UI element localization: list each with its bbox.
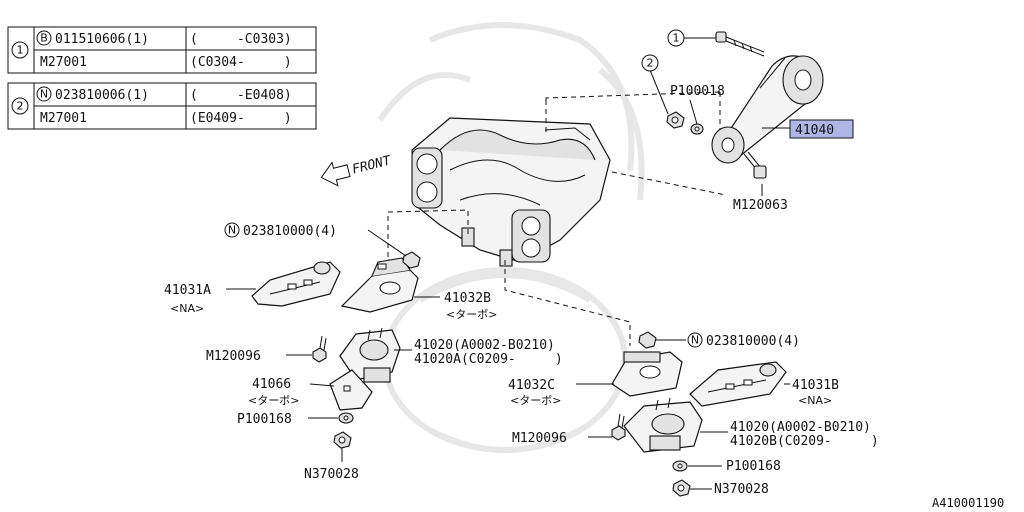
legend-row3-range: ( -E0408) (190, 88, 292, 103)
callout-n-mark-b-text: N (691, 334, 699, 347)
part-41040-upper-rod (711, 55, 824, 164)
legend-row4-range: (E0409- ) (190, 111, 292, 126)
part-41031a (251, 261, 341, 307)
leader-lines (226, 37, 790, 490)
legend-ref-2-text: 2 (17, 100, 24, 113)
part-41032b (340, 257, 419, 313)
label-41032b: 41032B (444, 291, 491, 306)
label-023810000-left: 023810000(4) (243, 224, 337, 239)
part-41020-right-insulator (623, 397, 703, 453)
label-023810000-right: 023810000(4) (706, 334, 800, 349)
label-41031a: 41031A (164, 283, 211, 298)
label-m120063: M120063 (733, 198, 788, 213)
nut-n370028-right (672, 479, 691, 497)
label-n370028-left: N370028 (304, 467, 359, 482)
washer-p100018-top (690, 123, 704, 135)
legend-ref-2 (11, 97, 29, 115)
bolt-m120096-right (611, 413, 626, 441)
legend-row1-part: 011510606(1) (55, 32, 149, 47)
bolt-m120063 (743, 151, 767, 179)
label-turbo-c: <ターボ> (510, 394, 561, 407)
label-n370028-right: N370028 (714, 482, 769, 497)
nut-023810000-left (402, 251, 421, 269)
washer-p100168-right (672, 460, 688, 472)
part-41032c (611, 351, 683, 397)
legend-row3-part: 023810006(1) (55, 88, 149, 103)
legend-row4-part: M27001 (40, 111, 87, 126)
engine-block (411, 117, 611, 267)
legend-ref-1 (11, 41, 29, 59)
callout-ref-1 (667, 29, 685, 47)
label-41020-left-1: 41020(A0002-B0210) (414, 338, 555, 353)
washer-p100168-left (338, 412, 354, 424)
front-label: FRONT (351, 153, 394, 177)
legend-table: 1 B 011510606(1) ( -C0303) M27001 (C0304… (7, 26, 317, 130)
legend-row2-range: (C0304- ) (190, 55, 292, 70)
callout-n-mark-a (224, 222, 240, 238)
label-na-a: <NA> (170, 302, 204, 315)
legend-mark-b (36, 30, 52, 46)
nut-023810000-right (638, 331, 657, 349)
legend-ref-1-text: 1 (17, 44, 24, 57)
label-41031b: 41031B (792, 378, 839, 393)
bolt-m120096-left (312, 335, 327, 363)
label-m120096-right: M120096 (512, 431, 567, 446)
label-turbo-66: <ターボ> (248, 394, 299, 407)
callout-ref-2-text: 2 (647, 57, 654, 70)
label-na-b: <NA> (798, 394, 832, 407)
callout-labels: 1 2 P100018 41040 M120063 N 023810000(4)… (164, 29, 1004, 510)
part-41031b (689, 361, 787, 407)
highlight-41040 (789, 119, 854, 139)
label-41020-right-2: 41020B(C0209- ) (730, 434, 879, 449)
label-m120096-left: M120096 (206, 349, 261, 364)
callout-n-mark-b (687, 332, 703, 348)
legend-mark-b-text: B (40, 32, 48, 45)
label-41040[interactable]: 41040 (795, 123, 834, 138)
callout-n-mark-a-text: N (228, 224, 236, 237)
label-p100168-right: P100168 (726, 459, 781, 474)
figure-code: A410001190 (932, 496, 1004, 510)
label-p100168-left: P100168 (237, 412, 292, 427)
legend-mark-n (36, 86, 52, 102)
legend-mark-n-text: N (40, 88, 48, 101)
label-41020-left-2: 41020A(C0209- ) (414, 352, 563, 367)
callout-ref-1-text: 1 (673, 32, 680, 45)
label-41066: 41066 (252, 377, 291, 392)
front-arrow: FRONT (320, 153, 394, 187)
label-41032c: 41032C (508, 378, 555, 393)
label-turbo-b: <ターボ> (446, 308, 497, 321)
label-p100018-top: P100018 (670, 84, 725, 99)
legend-row1-range: ( -C0303) (190, 32, 292, 47)
label-41020-right-1: 41020(A0002-B0210) (730, 420, 871, 435)
bolt-ref-1 (715, 31, 765, 57)
part-41066-bracket (329, 369, 373, 411)
nut-ref-2 (666, 111, 685, 129)
nut-n370028-left (333, 431, 352, 449)
legend-row2-part: M27001 (40, 55, 87, 70)
callout-ref-2 (641, 54, 659, 72)
